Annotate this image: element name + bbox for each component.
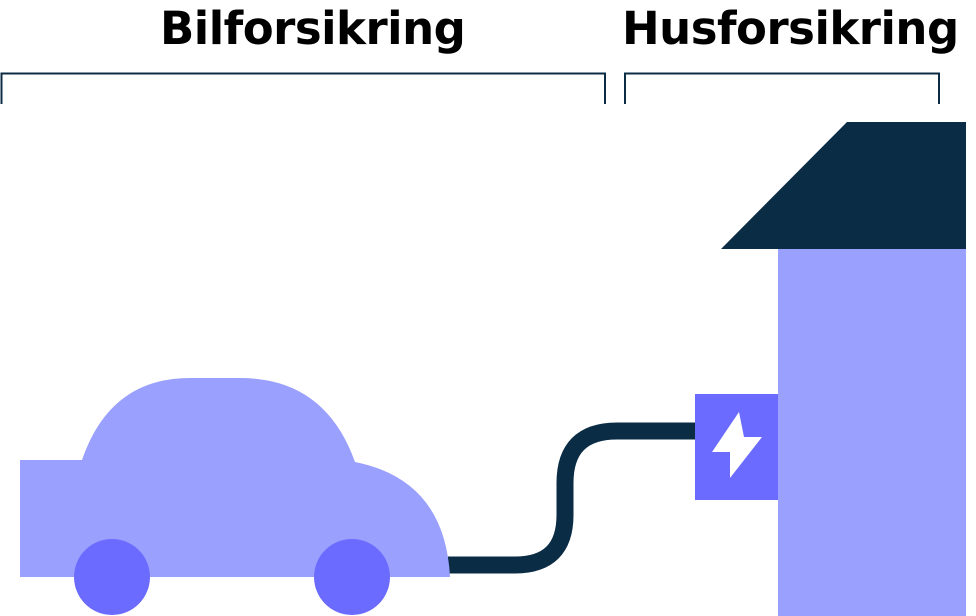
car-rear-wheel (314, 539, 390, 615)
car-body (20, 378, 450, 577)
car-front-wheel (74, 539, 150, 615)
car (20, 378, 450, 615)
charging-cable (448, 422, 697, 574)
car-insurance-heading: Bilforsikring (160, 2, 466, 55)
house-insurance-bracket (624, 72, 940, 104)
house-wall (778, 249, 966, 616)
car-insurance-bracket (0, 72, 606, 104)
lightning-bolt-icon (712, 412, 762, 478)
house-insurance-heading: Husforsikring (622, 2, 959, 55)
house-roof (721, 122, 966, 249)
